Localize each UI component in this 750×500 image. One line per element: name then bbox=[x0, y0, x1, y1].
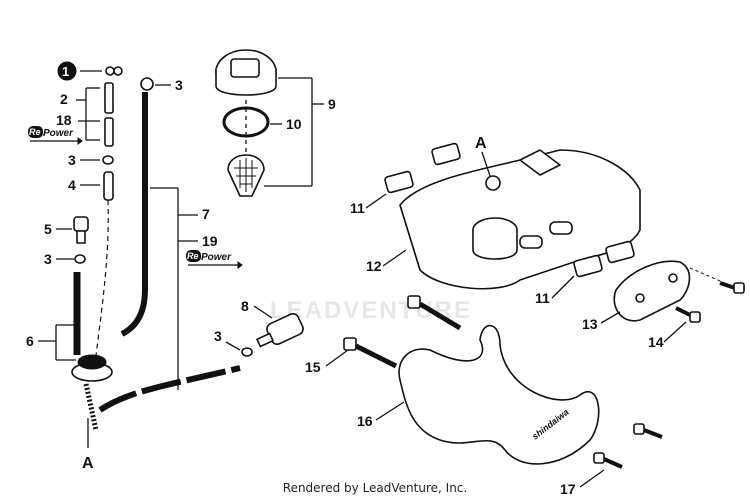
callout-8: 8 bbox=[241, 298, 249, 314]
callout-2: 2 bbox=[60, 91, 68, 107]
callout-6: 6 bbox=[26, 333, 34, 349]
callout-13: 13 bbox=[582, 316, 598, 332]
fuel-filter-part bbox=[256, 313, 304, 348]
callout-12: 12 bbox=[366, 258, 382, 274]
fuel-hose-supply bbox=[98, 365, 241, 413]
callout-7: 7 bbox=[202, 206, 210, 222]
callout-9: 9 bbox=[328, 96, 336, 112]
callout-1: 1 bbox=[62, 64, 69, 79]
check-valve-part bbox=[73, 216, 89, 244]
callout-3-right: 3 bbox=[214, 328, 222, 344]
svg-text:Re: Re bbox=[29, 127, 41, 137]
ref-a-top: A bbox=[475, 135, 487, 152]
watermark-text: LEADVENTURE bbox=[270, 297, 472, 324]
callout-3-left-lower: 3 bbox=[44, 251, 52, 267]
callout-15: 15 bbox=[305, 359, 321, 375]
svg-text:Re: Re bbox=[187, 251, 199, 261]
callout-3-left-upper: 3 bbox=[68, 152, 76, 168]
callout-19: 19 bbox=[202, 233, 218, 249]
clip-part bbox=[105, 66, 123, 76]
bolts-15 bbox=[343, 295, 462, 369]
callout-10: 10 bbox=[286, 116, 302, 132]
svg-text:Power: Power bbox=[201, 252, 232, 263]
o-ring-part bbox=[102, 155, 114, 165]
svg-text:Power: Power bbox=[43, 128, 74, 139]
callout-18: 18 bbox=[56, 112, 72, 128]
callout-16: 16 bbox=[357, 413, 373, 429]
filter-tube-parts bbox=[104, 82, 114, 147]
repower-logo-left: Re Power bbox=[28, 126, 83, 145]
bolts-14 bbox=[675, 267, 745, 323]
cap-gasket-part bbox=[222, 106, 270, 138]
callout-5: 5 bbox=[44, 221, 52, 237]
callout-17: 17 bbox=[560, 481, 576, 497]
fuel-tank-part bbox=[399, 149, 641, 290]
fuel-pickup-assembly bbox=[71, 272, 113, 431]
fuel-hose-return bbox=[120, 92, 148, 337]
callout-11-upper: 11 bbox=[350, 200, 365, 216]
ref-a-bottom: A bbox=[82, 455, 94, 472]
fitting-part bbox=[103, 171, 114, 201]
bolts-17 bbox=[593, 423, 663, 469]
tank-bracket-part bbox=[613, 260, 691, 322]
cap-tether-part bbox=[227, 100, 265, 197]
callout-3-top: 3 bbox=[175, 77, 183, 93]
tank-cushions-lower bbox=[573, 240, 635, 278]
callout-4: 4 bbox=[68, 177, 76, 193]
tank-shroud-part: shindaiwa bbox=[398, 324, 600, 465]
callout-1-badge bbox=[57, 61, 77, 81]
fuel-cap-part bbox=[215, 49, 277, 96]
footer-credit: Rendered by LeadVenture, Inc. bbox=[282, 481, 468, 495]
callout-11-lower: 11 bbox=[535, 290, 550, 306]
repower-logo-right: Re Power bbox=[186, 250, 243, 269]
callout-14: 14 bbox=[648, 334, 664, 350]
tank-cushions-upper bbox=[384, 142, 461, 194]
